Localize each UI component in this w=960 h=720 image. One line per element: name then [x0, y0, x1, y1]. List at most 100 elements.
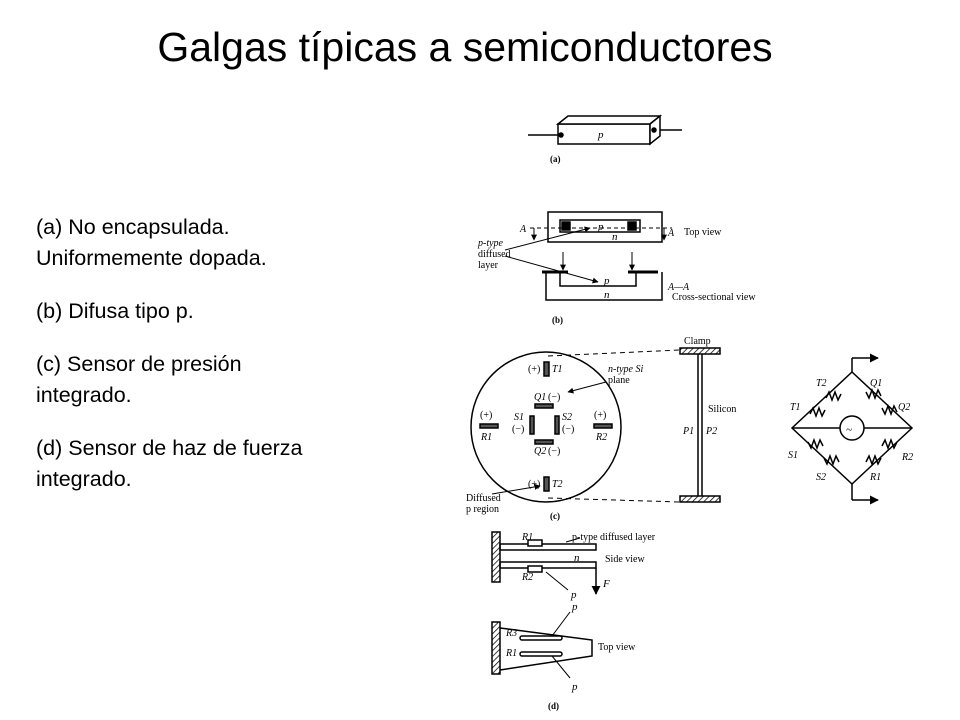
figure-c-r2-plus: (+)	[594, 410, 606, 421]
figure-c-bridge-r2	[881, 437, 898, 451]
figure-d-side-r1	[527, 539, 543, 547]
figure-d-bottom-p-label: p	[571, 681, 578, 693]
figure-c-clamp-bottom	[679, 495, 721, 503]
figure-c-ntype-label-1: n-type Si	[608, 364, 643, 375]
figure-c-bridge-t1-label: T1	[790, 402, 801, 413]
figure-c-s1-label: S1	[514, 412, 524, 423]
figure-d-side-r2	[527, 565, 543, 573]
figure-b	[504, 211, 672, 301]
figure-a-block-label: p	[597, 129, 604, 141]
figure-c-bridge-q2	[881, 403, 898, 417]
figure-c	[470, 347, 914, 505]
figure-c-resistor-t2	[543, 476, 550, 492]
figure-c-r2-label: R2	[595, 432, 607, 443]
figure-b-pad-right	[627, 221, 637, 231]
figure-b-top-diffusion	[559, 219, 641, 233]
figure-c-s2-label: S2	[562, 412, 572, 423]
figure-d-beam-bottom	[499, 561, 597, 569]
figure-d	[491, 531, 601, 679]
figure-d-side-p-lead	[565, 537, 581, 543]
figure-d-side-r2-label: R2	[521, 572, 533, 583]
description-a-line-1: (a) No encapsulada.	[36, 215, 230, 239]
figure-c-diffused-pointer	[491, 483, 541, 495]
figure-c-r1-plus: (+)	[480, 410, 492, 421]
figure-c-silicon-label: Silicon	[708, 404, 736, 415]
figure-c-bridge-r2-label: R2	[901, 452, 913, 463]
figure-b-pad-left	[561, 221, 571, 231]
figure-b-top-view-label: Top view	[684, 227, 722, 238]
figure-c-projection-top	[547, 349, 681, 357]
figure-a-block-front	[557, 123, 651, 145]
figure-d-beam-top	[499, 543, 597, 551]
figure-c-t1-label: T1	[552, 364, 563, 375]
figure-b-ptype-label-3: layer	[478, 260, 499, 271]
figure-c-p1-label: P1	[682, 426, 694, 437]
description-c-line-2: integrado.	[36, 383, 132, 407]
description-list: (a) No encapsulada. Uniformemente dopada…	[36, 212, 456, 517]
figure-b-letter-a-right: A	[667, 228, 675, 239]
figure-c-bridge-s2	[823, 453, 840, 467]
figure-b-top-n-label: n	[612, 231, 618, 243]
figure-c-r1-label: R1	[480, 432, 492, 443]
figure-c-ac-symbol: ~	[846, 424, 852, 436]
figure-d-side-p-lead-bottom	[545, 571, 569, 591]
description-c-line-1: (c) Sensor de presión	[36, 352, 242, 376]
figure-c-q2-label: Q2	[534, 446, 546, 457]
figure-a-block-top	[555, 115, 663, 125]
figure-d-force-label: F	[602, 578, 610, 590]
figure-b-ptype-pointer-top	[504, 226, 591, 251]
figure-d-ptype-label: p-type diffused layer	[572, 532, 656, 543]
figure-c-s1-minus: (−)	[512, 424, 524, 435]
slide-title: Galgas típicas a semiconductores	[157, 24, 773, 70]
figure-c-bridge-r1	[865, 453, 882, 467]
figure-c-bridge-s1-label: S1	[788, 450, 798, 461]
figure-d-side-view-label: Side view	[605, 554, 645, 565]
figure-d-top-p-lead-bottom	[551, 655, 571, 679]
figure-a	[528, 114, 682, 146]
figure-c-t2-plus: (+)	[528, 479, 540, 490]
figure-b-letter-a-left: A	[519, 224, 527, 235]
figure-c-bridge-q1-label: Q1	[870, 378, 882, 389]
figure-d-top-r1-label: R1	[505, 648, 517, 659]
figure-a-contact-right	[651, 127, 657, 133]
figure-b-ptype-label-2: diffused	[478, 249, 511, 260]
figure-c-ntype-pointer	[567, 381, 607, 394]
figure-c-resistor-q2	[534, 439, 554, 445]
figure-c-ac-source	[839, 415, 865, 441]
figure-b-section-label: A—A	[667, 282, 690, 293]
figure-d-wall-top	[491, 621, 501, 675]
figure-a-caption: (a)	[550, 154, 561, 164]
figure-c-ntype-label-2: plane	[608, 375, 630, 386]
figure-b-ptype-label-1: p-type	[477, 238, 504, 249]
figure-c-clamp-label: Clamp	[684, 336, 711, 347]
figure-d-top-p-label: p	[571, 601, 578, 613]
figure-c-bridge-s1	[807, 437, 824, 451]
figure-c-diaphragm-circle	[470, 351, 622, 503]
figure-c-resistor-r1	[479, 423, 499, 429]
figure-d-side-r1-label: R1	[521, 532, 533, 543]
figure-d-top-p-lead	[551, 611, 571, 637]
description-a: (a) No encapsulada. Uniformemente dopada…	[36, 212, 456, 274]
figure-c-diffused-label-1: Diffused	[466, 493, 501, 504]
figure-c-bridge-s2-label: S2	[816, 472, 826, 483]
figure-d-top-r3	[519, 635, 563, 641]
figure-c-bridge-t2	[825, 389, 842, 403]
figure-c-caption: (c)	[550, 511, 560, 521]
figure-b-cross-diffusion	[559, 272, 637, 287]
figure-c-resistor-q1	[534, 403, 554, 409]
figure-d-n-label: n	[574, 552, 580, 564]
figure-c-projection-bottom	[547, 497, 681, 503]
description-c: (c) Sensor de presión integrado.	[36, 349, 456, 411]
figure-c-q1-label: Q1	[534, 392, 546, 403]
description-a-line-2: Uniformemente dopada.	[36, 246, 267, 270]
figure-d-top-r3-label: R3	[505, 628, 517, 639]
figure-c-q2-minus: (−)	[548, 446, 560, 457]
figure-c-resistor-s2	[554, 415, 560, 435]
description-b-line-1: (b) Difusa tipo p.	[36, 299, 194, 323]
figure-a-contact-left	[558, 132, 564, 138]
figure-b-cross-substrate	[545, 272, 663, 301]
figure-c-bridge-t1	[809, 405, 826, 419]
figure-c-t1-plus: (+)	[528, 364, 540, 375]
figure-d-top-r1	[519, 651, 563, 657]
figure-c-p2-label: P2	[705, 426, 717, 437]
